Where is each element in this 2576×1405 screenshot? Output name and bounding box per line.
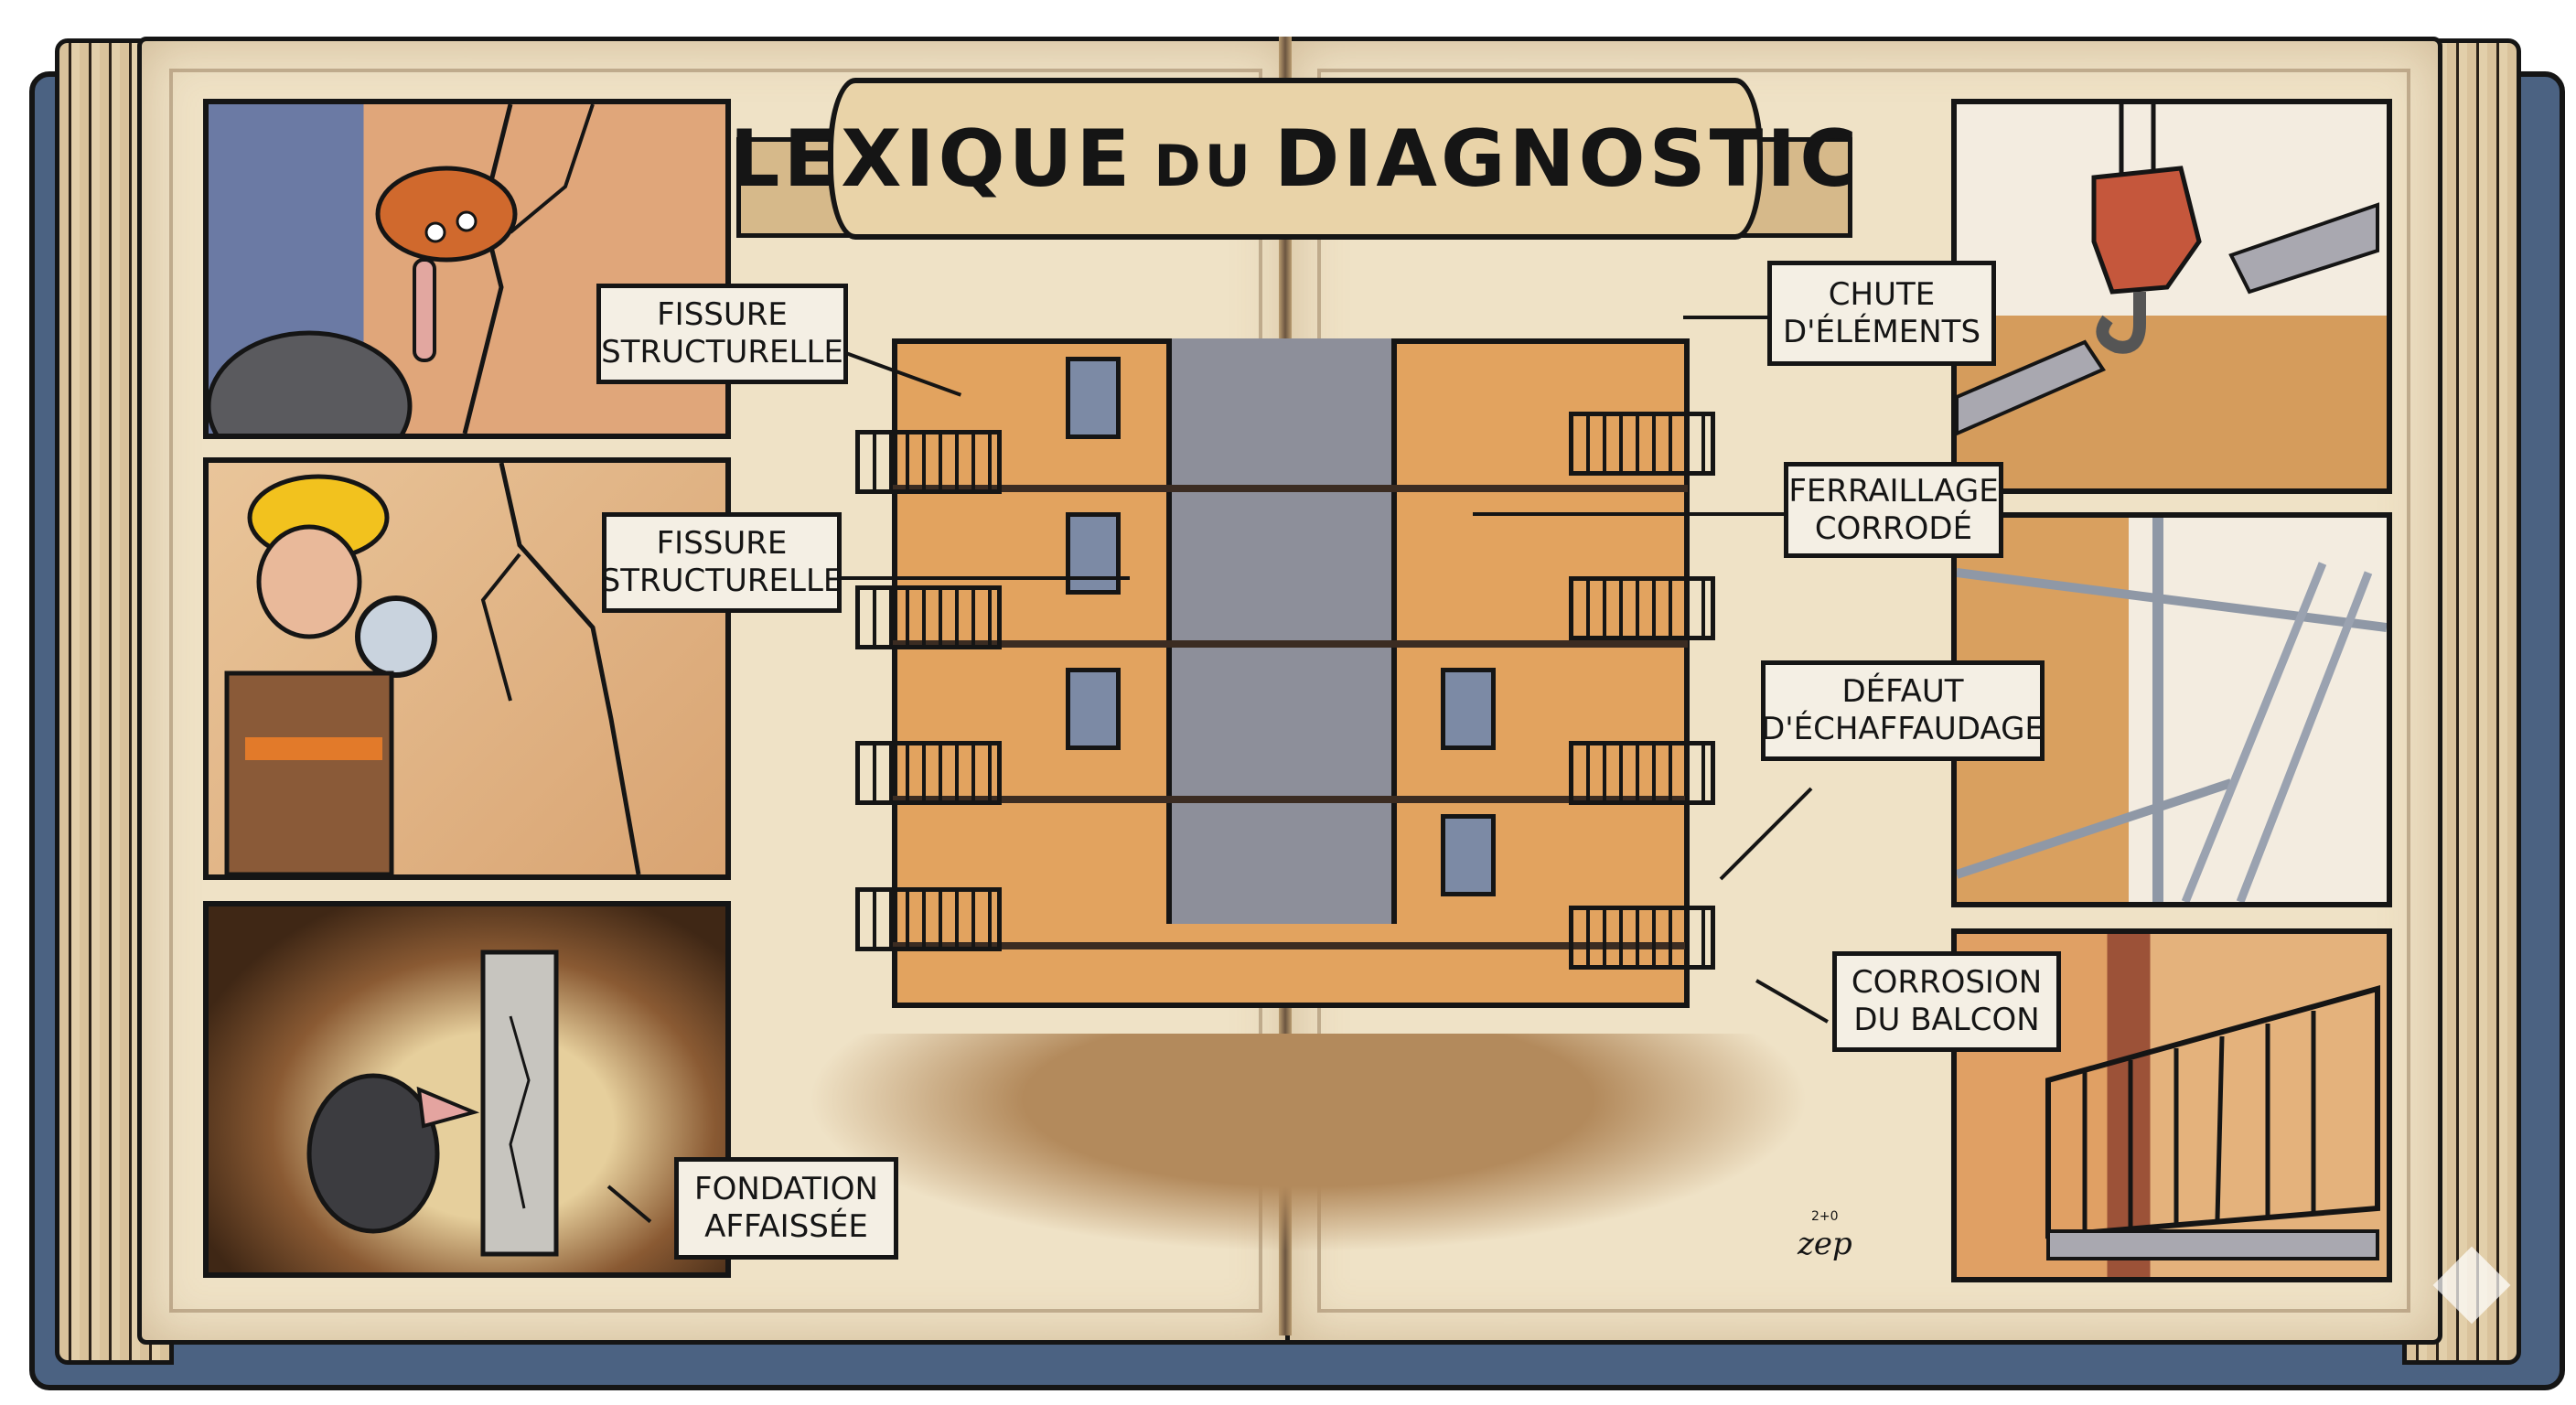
window [1441, 668, 1496, 750]
label-chute-elements: CHUTE D'ÉLÉMENTS [1767, 261, 1996, 366]
balcony [1569, 576, 1715, 640]
label-fissure-structurelle-2: FISSURE STRUCTURELLE [600, 512, 843, 613]
window [1066, 668, 1121, 750]
label-defaut-echafaudage: DÉFAUT D'ÉCHAFFAUDAGE [1761, 660, 2045, 761]
balcony [1569, 906, 1715, 970]
label-line: STRUCTURELLE [601, 334, 843, 370]
rubble-pile [805, 1034, 1811, 1253]
title-word-du: DU [1154, 132, 1255, 199]
scaffolding-illustration [1957, 518, 2387, 902]
label-line: CORRODÉ [1814, 509, 1973, 547]
artist-signature: zep [1798, 1226, 1852, 1262]
inspector-illustration [224, 463, 641, 874]
label-ferraillage-corrode: FERRAILLAGE CORRODÉ [1784, 462, 2003, 558]
balcony [855, 741, 1002, 805]
label-line: FONDATION [694, 1171, 878, 1208]
label-fissure-structurelle-1: FISSURE STRUCTURELLE [596, 284, 848, 384]
balcony [1569, 412, 1715, 476]
label-fondation-affaissee: FONDATION AFFAISSÉE [674, 1157, 898, 1260]
panel-mole-tunnel [203, 901, 731, 1278]
panel-crane-hook [1951, 99, 2392, 494]
floor-slab [892, 485, 1688, 492]
label-line: AFFAISSÉE [704, 1208, 868, 1245]
balcony [855, 887, 1002, 951]
collapsed-section [1166, 338, 1397, 924]
title-word-diagnostic: DIAGNOSTIC [1274, 113, 1862, 205]
label-line: D'ÉCHAFFAUDAGE [1761, 711, 2045, 747]
title-word-lexique: LEXIQUE [729, 113, 1134, 205]
label-line: DÉFAUT [1841, 673, 1964, 711]
corroded-balcony-illustration [2045, 985, 2380, 1260]
leader-line [1683, 316, 1770, 319]
floor-slab [892, 640, 1688, 648]
balcony [855, 585, 1002, 649]
floor-slab [892, 796, 1688, 803]
window [1066, 357, 1121, 439]
label-line: CHUTE [1828, 275, 1936, 313]
leader-line [828, 576, 1130, 580]
label-line: FISSURE [656, 525, 788, 563]
mole-hardhat-illustration [209, 104, 595, 434]
label-line: FISSURE [657, 296, 788, 334]
panel-mole-hardhat [203, 99, 731, 439]
crane-hook-illustration [1957, 104, 2379, 436]
label-line: STRUCTURELLE [600, 563, 843, 599]
balcony [1569, 741, 1715, 805]
leader-line [1473, 512, 1784, 516]
floor-slab [892, 942, 1688, 949]
window [1441, 814, 1496, 896]
window [1066, 512, 1121, 595]
label-corrosion-balcon: CORROSION DU BALCON [1832, 951, 2061, 1052]
mole-tunnel-illustration [306, 949, 559, 1257]
balcony [855, 430, 1002, 494]
label-line: D'ÉLÉMENTS [1782, 313, 1981, 350]
label-line: CORROSION [1851, 964, 2043, 1002]
signature-year: 2+0 [1811, 1209, 1839, 1224]
page-title: LEXIQUE DU DIAGNOSTIC [730, 113, 1862, 205]
damaged-building [855, 302, 1752, 1052]
label-line: FERRAILLAGE [1788, 472, 1999, 509]
label-line: DU BALCON [1853, 1002, 2040, 1038]
panel-scaffolding [1951, 512, 2392, 907]
